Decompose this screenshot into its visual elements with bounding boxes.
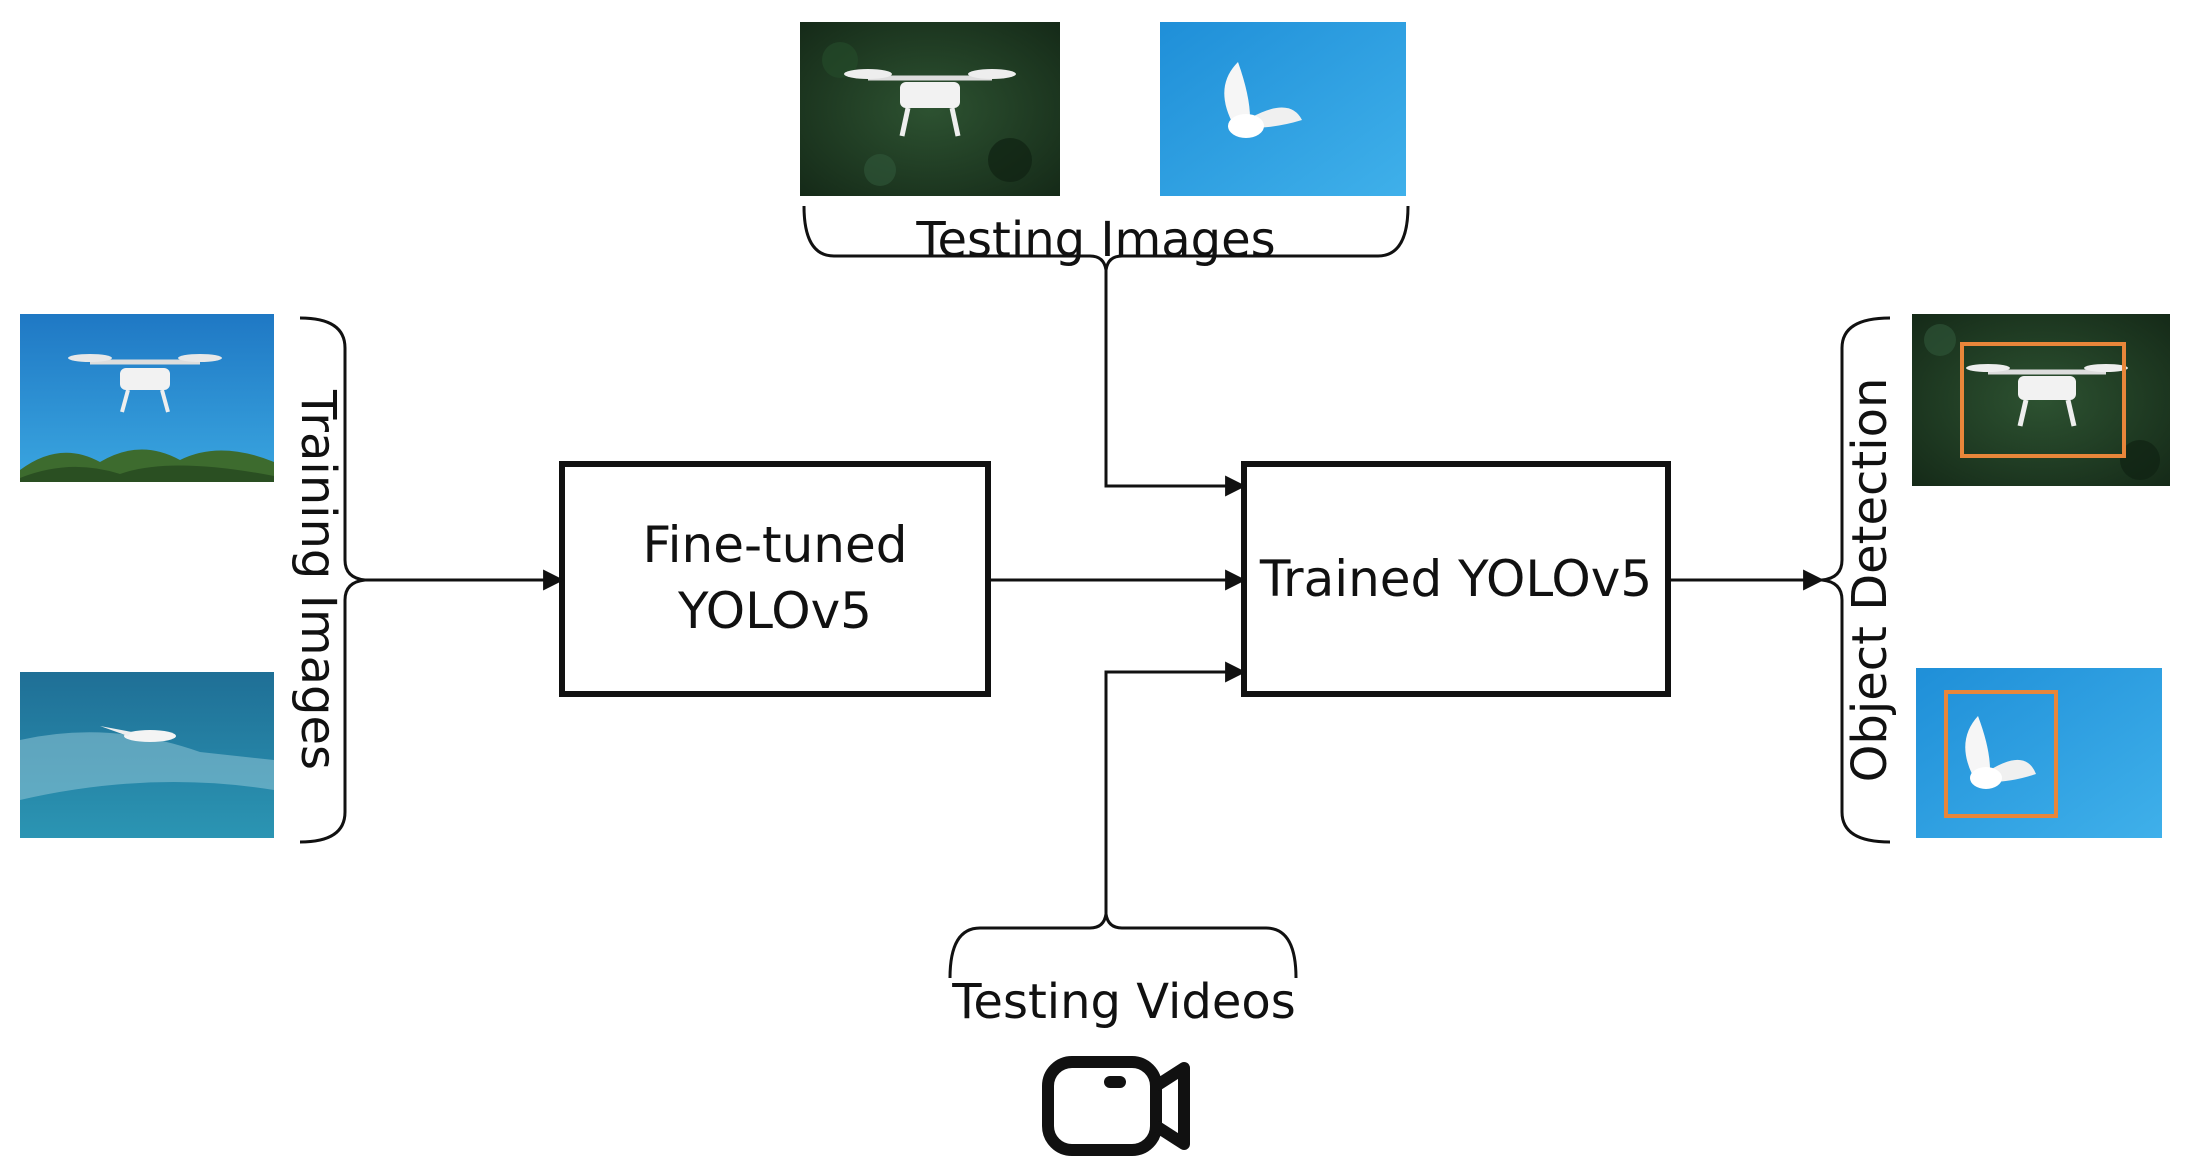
training-images-label: Training Images — [290, 389, 346, 770]
finetuned-yolov5-box — [559, 461, 991, 697]
drone-icon — [68, 354, 222, 413]
testing-videos-brace — [948, 913, 1298, 979]
finetuned-label-line1: Fine-tuned — [643, 516, 908, 574]
detection-bounding-box — [1944, 690, 2058, 818]
trained-label: Trained YOLOv5 — [1259, 550, 1652, 608]
detection-bounding-box — [1960, 342, 2126, 458]
bird-icon — [1965, 716, 2036, 789]
testing-image-drone — [800, 22, 1060, 196]
training-image-bird — [20, 672, 274, 838]
video-camera-icon — [1042, 1056, 1190, 1156]
testing-videos-label: Testing Videos — [951, 974, 1296, 1030]
detection-image-drone — [1912, 314, 2170, 486]
bird-icon — [1224, 62, 1302, 138]
trained-yolov5-box — [1241, 461, 1671, 697]
testing-images-label: Testing Images — [915, 212, 1275, 268]
drone-icon — [844, 69, 1016, 137]
testing-image-bird — [1160, 22, 1406, 196]
bird-icon — [100, 726, 176, 742]
drone-icon — [1966, 364, 2128, 427]
finetuned-label-line2: YOLOv5 — [677, 582, 872, 640]
training-image-drone — [20, 314, 274, 482]
object-detection-label: Object Detection — [1842, 378, 1898, 783]
detection-image-bird — [1916, 668, 2162, 838]
testing-videos-to-trained-arrow — [1104, 661, 1247, 914]
testing-images-to-trained-arrow — [1104, 270, 1247, 497]
